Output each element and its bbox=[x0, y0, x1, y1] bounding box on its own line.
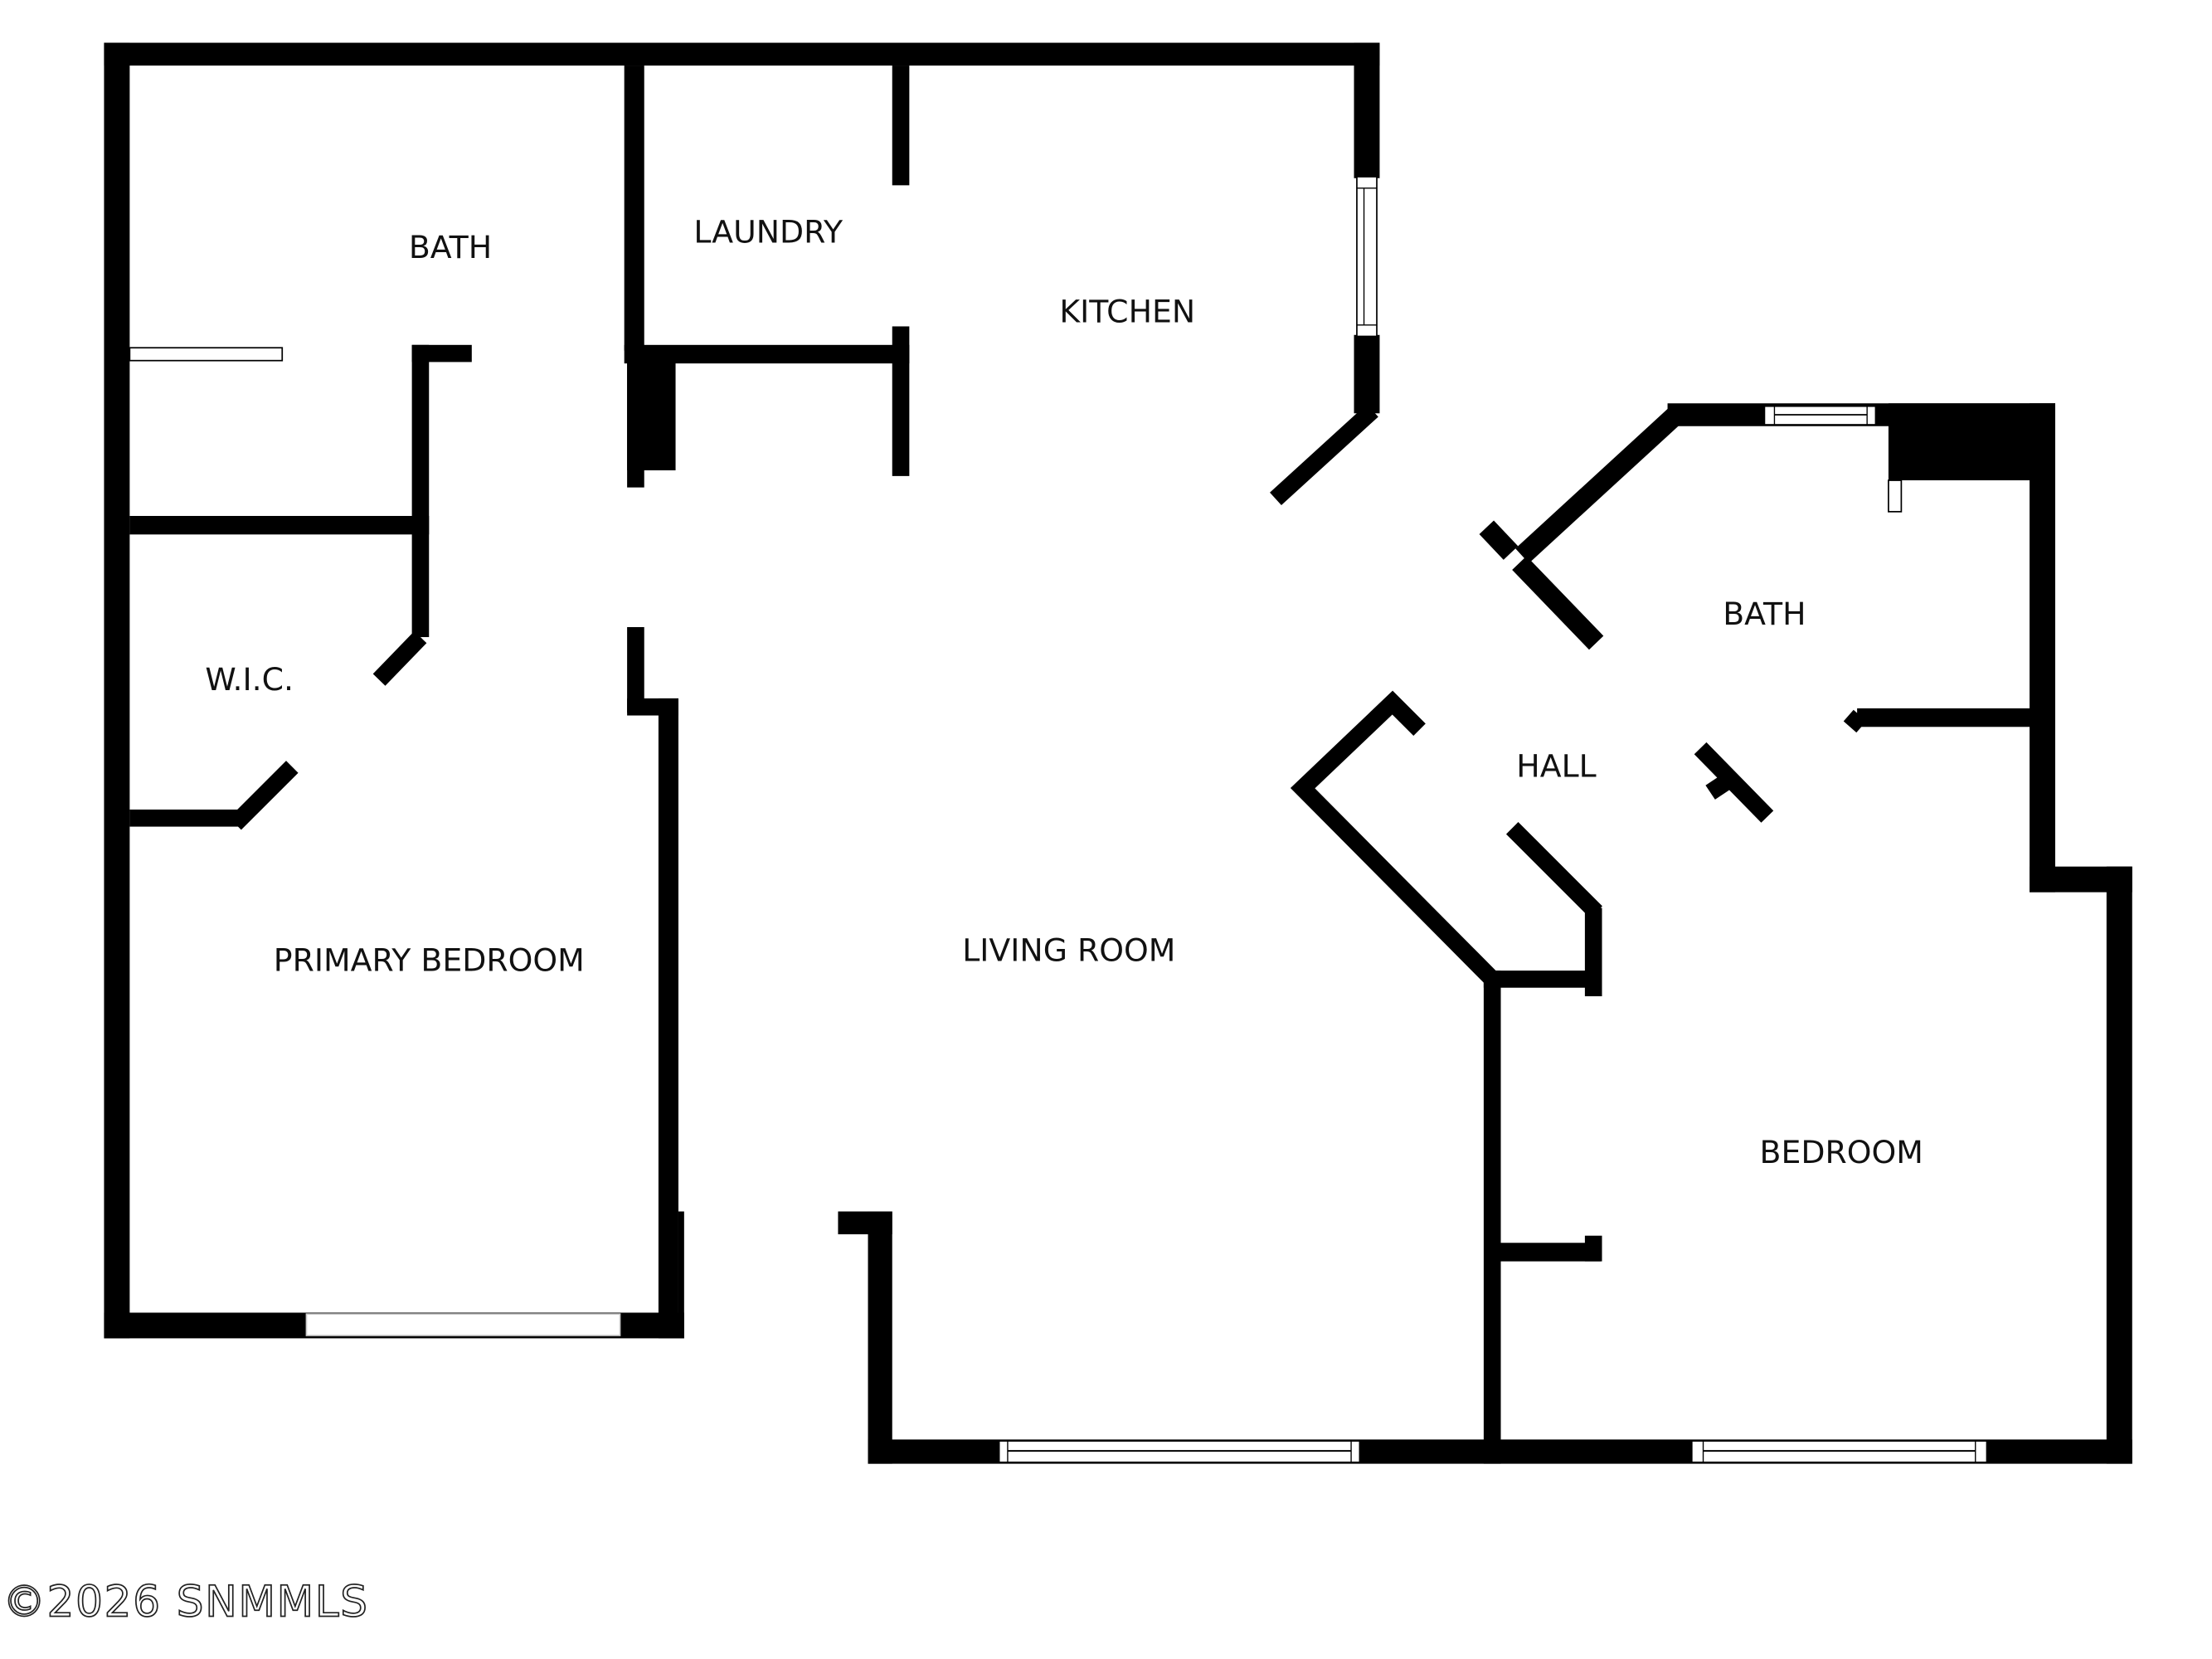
label-living-room: LIVING ROOM bbox=[962, 932, 1175, 968]
bath-fixture bbox=[1888, 479, 1903, 513]
label-bedroom: BEDROOM bbox=[1760, 1134, 1923, 1170]
room-labels: BATH LAUNDRY KITCHEN W.I.C. PRIMARY BEDR… bbox=[205, 213, 1923, 1170]
window-kitchen bbox=[1356, 176, 1378, 338]
label-bath-primary: BATH bbox=[409, 229, 492, 265]
bath-shelf bbox=[129, 347, 284, 362]
label-kitchen: KITCHEN bbox=[1059, 294, 1195, 330]
copyright-watermark: ©2026 SNMMLS bbox=[2, 1577, 368, 1627]
window-primary-bedroom bbox=[305, 1313, 621, 1336]
diagonal-walls bbox=[229, 404, 1867, 985]
label-bath-secondary: BATH bbox=[1723, 596, 1806, 632]
label-wic: W.I.C. bbox=[205, 661, 294, 698]
label-hall: HALL bbox=[1516, 748, 1596, 785]
windows bbox=[129, 176, 1988, 1463]
walls bbox=[104, 42, 1380, 1339]
label-laundry: LAUNDRY bbox=[693, 213, 843, 250]
label-primary-bedroom: PRIMARY BEDROOM bbox=[274, 941, 585, 978]
